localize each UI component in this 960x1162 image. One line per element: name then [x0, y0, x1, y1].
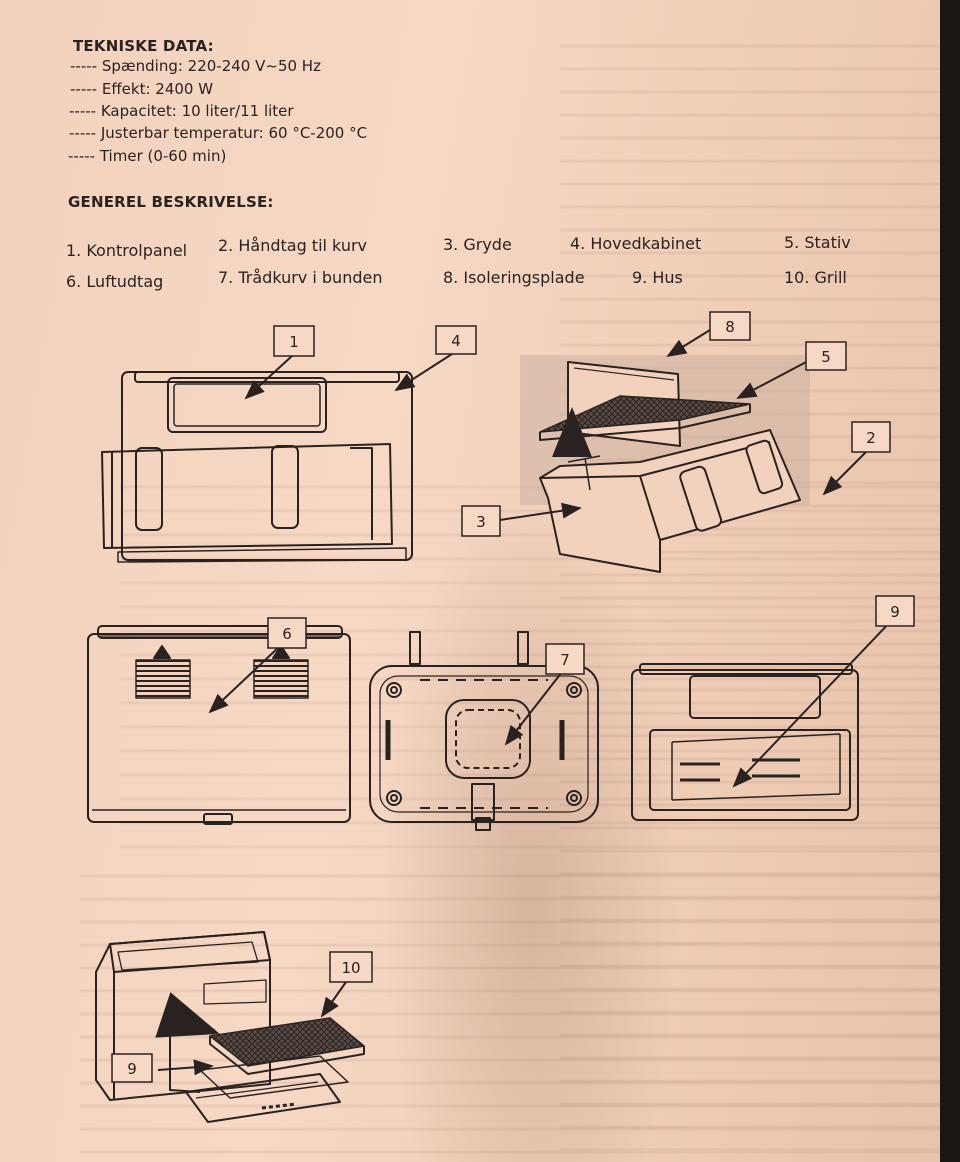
spec-dash: ----- [70, 80, 98, 98]
callout-5: 5 [805, 341, 847, 371]
callout-arrows [157, 329, 893, 1076]
product-illustrations: 1 4 8 5 2 3 6 [87, 311, 915, 1123]
basket-exploded-view [520, 355, 810, 573]
svg-text:6: 6 [282, 625, 292, 643]
spec-power: Effekt: 2400 W [101, 80, 214, 98]
part-label-2: 2. Håndtag til kurv [218, 236, 368, 255]
spec-line: ----- Justerbar temperatur: 60 °C-200 °C [69, 124, 367, 142]
manual-page: TEKNISKE DATA: ----- Spænding: 220-240 V… [0, 0, 940, 1162]
spec-dash: ----- [69, 102, 97, 120]
svg-text:8: 8 [725, 318, 735, 336]
svg-text:4: 4 [451, 332, 461, 350]
svg-text:3: 3 [476, 513, 486, 531]
svg-text:9: 9 [127, 1060, 137, 1078]
spec-capacity: Kapacitet: 10 liter/11 liter [100, 102, 294, 120]
callout-9-lower: 9 [111, 1053, 153, 1083]
part-label-10: 10. Grill [784, 268, 847, 287]
callout-7: 7 [545, 643, 585, 675]
fryer-grill-insert-view [95, 931, 365, 1123]
callout-6: 6 [267, 617, 307, 649]
spec-line: ----- Kapacitet: 10 liter/11 liter [69, 102, 294, 120]
callout-boxes: 1 4 8 5 2 3 6 [111, 311, 915, 1083]
part-label-3: 3. Gryde [443, 235, 512, 254]
callout-9: 9 [875, 595, 915, 627]
svg-text:7: 7 [560, 651, 570, 669]
specs-heading: TEKNISKE DATA: [73, 37, 214, 55]
svg-text:5: 5 [821, 348, 831, 366]
fryer-body-view [631, 663, 859, 821]
spec-line: ----- Timer (0-60 min) [68, 147, 226, 165]
svg-text:1: 1 [289, 333, 299, 351]
spec-dash: ----- [69, 124, 97, 142]
svg-text:9: 9 [890, 603, 900, 621]
spec-voltage: Spænding: 220-240 V~50 Hz [101, 57, 321, 75]
fryer-bottom-view [369, 631, 599, 831]
spec-line: ----- Spænding: 220-240 V~50 Hz [70, 57, 321, 75]
callout-4: 4 [435, 325, 477, 355]
part-label-7: 7. Trådkurv i bunden [218, 268, 383, 287]
fryer-front-view [101, 371, 413, 563]
part-label-6: 6. Luftudtag [66, 272, 164, 291]
part-label-8: 8. Isoleringsplade [443, 268, 585, 287]
spec-timer: Timer (0-60 min) [99, 147, 227, 165]
svg-text:2: 2 [866, 429, 876, 447]
svg-text:10: 10 [341, 959, 360, 977]
spec-temperature: Justerbar temperatur: 60 °C-200 °C [100, 124, 368, 142]
part-label-9: 9. Hus [632, 268, 683, 287]
spec-line: ----- Effekt: 2400 W [70, 80, 213, 98]
spec-dash: ----- [70, 57, 98, 75]
callout-1: 1 [273, 325, 315, 357]
callout-8: 8 [709, 311, 751, 341]
fryer-rear-view [87, 625, 351, 825]
spec-dash: ----- [68, 147, 96, 165]
part-label-5: 5. Stativ [784, 233, 851, 252]
callout-2: 2 [851, 421, 891, 453]
callout-10: 10 [329, 951, 373, 983]
callout-3: 3 [461, 505, 501, 537]
part-label-1: 1. Kontrolpanel [66, 241, 188, 260]
bleed-through-text-lower [80, 860, 940, 1160]
part-label-4: 4. Hovedkabinet [570, 234, 702, 253]
bleed-through-text [560, 30, 940, 1150]
description-heading: GENEREL BESKRIVELSE: [68, 193, 274, 211]
